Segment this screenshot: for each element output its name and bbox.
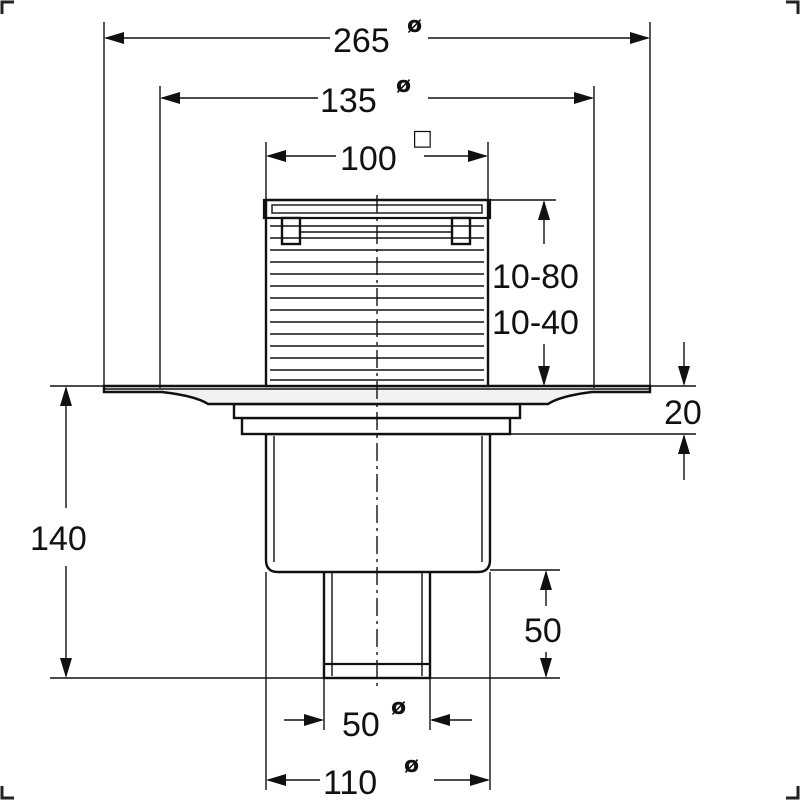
dim-50-diameter-mark: ø bbox=[391, 695, 406, 720]
frame-corner-bottom-right bbox=[786, 786, 800, 800]
frame-corner-bottom-left bbox=[0, 786, 14, 800]
extension-lines bbox=[50, 22, 696, 790]
dim-135-label: 135 bbox=[320, 82, 377, 120]
dim-140-label: 140 bbox=[30, 520, 87, 558]
frame-corner-top-left bbox=[0, 0, 14, 14]
dim-135-diameter-mark: ø bbox=[396, 73, 411, 98]
dim-100-square-mark: □ bbox=[412, 126, 433, 151]
dim-10-80-label: 10-80 bbox=[492, 258, 579, 296]
dim-265-label: 265 bbox=[333, 22, 390, 60]
grating-clip-left bbox=[280, 216, 302, 246]
dim-100-label: 100 bbox=[340, 140, 397, 178]
dim-50-height-label: 50 bbox=[524, 612, 562, 650]
grating-clip-right bbox=[450, 216, 472, 246]
dimension-135: 135 ø bbox=[160, 73, 594, 120]
dimension-140: 140 bbox=[30, 386, 87, 678]
dim-10-40-label: 10-40 bbox=[492, 304, 579, 342]
dim-20-label: 20 bbox=[664, 394, 702, 432]
dimension-100: 100 □ bbox=[266, 126, 488, 178]
dimension-20: 20 bbox=[664, 342, 702, 480]
frame-corner-top-right bbox=[786, 0, 800, 14]
dimension-265: 265 ø bbox=[104, 13, 650, 60]
clamp-ring-lower bbox=[240, 416, 512, 436]
dim-110-diameter-mark: ø bbox=[404, 753, 419, 778]
dimension-50-height: 50 bbox=[524, 570, 562, 678]
dimension-50-diameter: 50 ø bbox=[284, 695, 472, 744]
dim-110-diameter-label: 110 bbox=[323, 764, 377, 800]
dim-50-diameter-label: 50 bbox=[342, 706, 380, 744]
dimension-110-diameter: 110 ø bbox=[266, 753, 490, 800]
dimension-height-adjust: 10-80 10-40 bbox=[492, 200, 579, 386]
drain-housing bbox=[264, 432, 492, 574]
grating-ribs bbox=[270, 225, 484, 381]
dim-265-diameter-mark: ø bbox=[407, 13, 422, 38]
